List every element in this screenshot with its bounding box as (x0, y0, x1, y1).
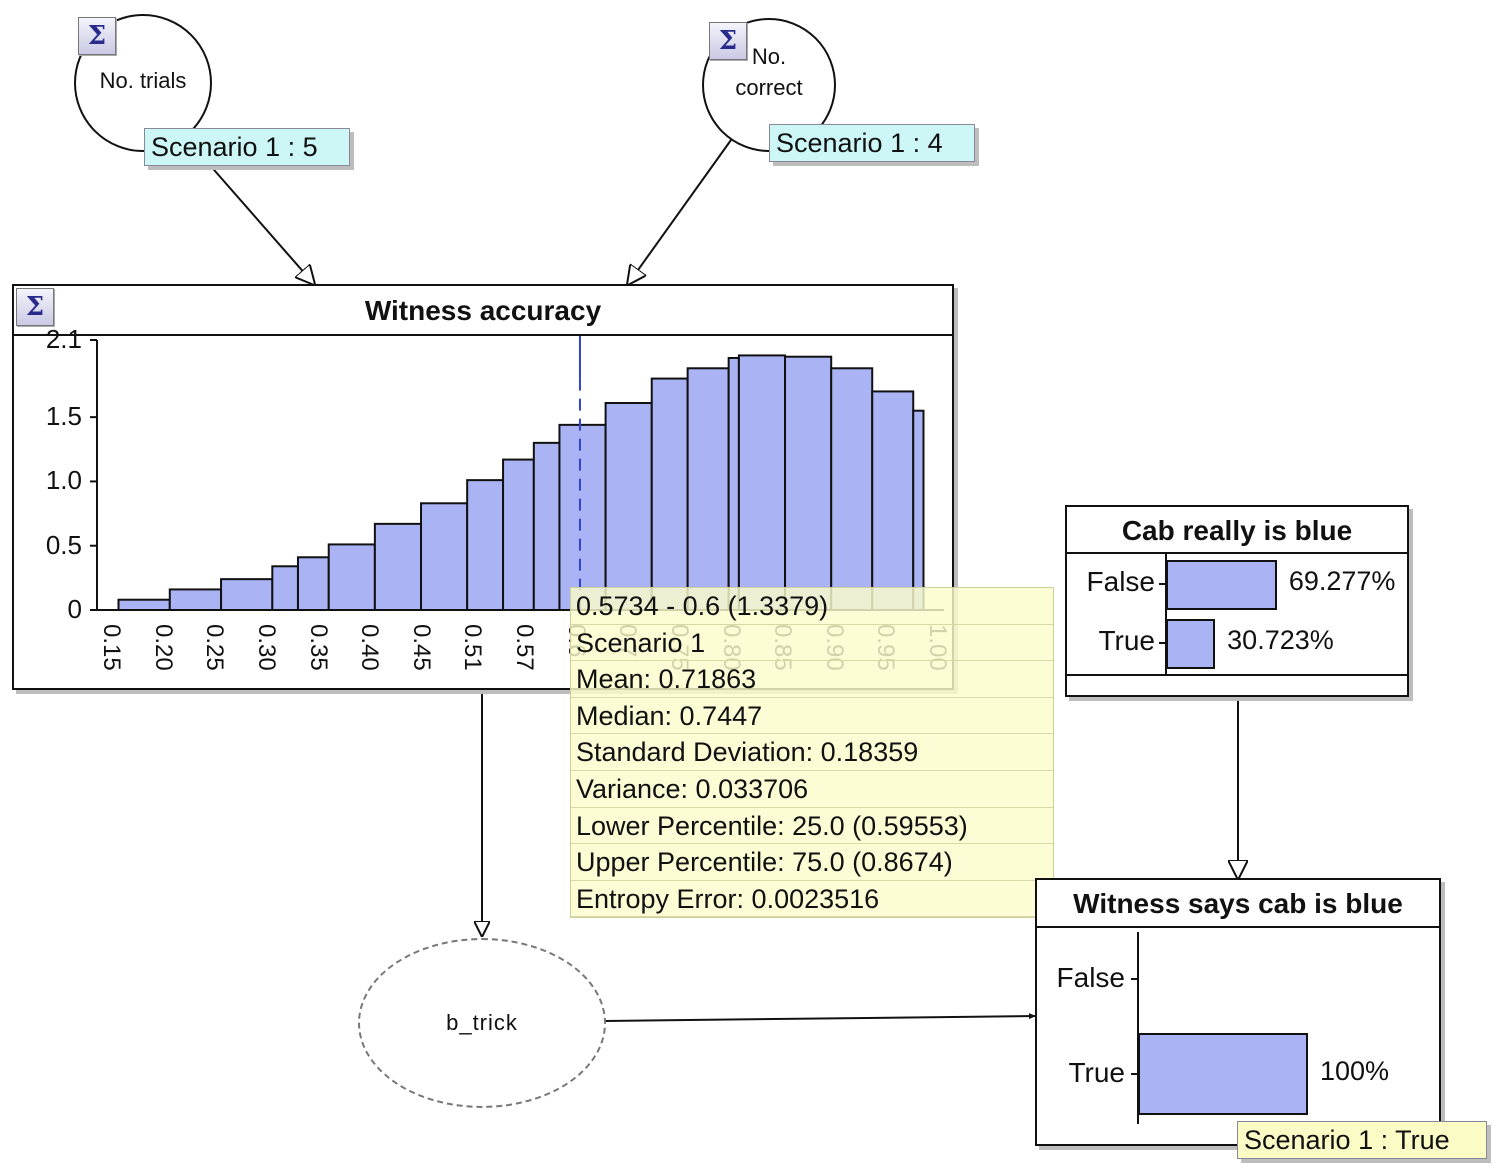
histogram-bar (912, 409, 925, 612)
witness-axis (1137, 932, 1139, 1124)
panel-title-witness-accuracy: Witness accuracy (14, 286, 952, 336)
histogram-bar (296, 556, 330, 612)
cab-state-true: True (1098, 625, 1155, 656)
histogram-bar (466, 479, 505, 611)
cab-tick-false (1159, 583, 1167, 585)
histogram-bar (727, 357, 740, 611)
cab-bar-true (1166, 619, 1216, 669)
tooltip-row: Variance: 0.033706 (571, 771, 1053, 808)
x-tick-label: 0.20 (149, 624, 177, 671)
panel-cab-really-blue[interactable]: Cab really is blue False True 69.277% 30… (1065, 505, 1409, 697)
tooltip-row: Mean: 0.71863 (571, 661, 1053, 698)
witness-bar-true (1138, 1033, 1308, 1115)
cab-tick-true (1159, 642, 1167, 644)
scenario-badge-witness: Scenario 1 : True (1237, 1121, 1487, 1159)
x-tick-label: 0.30 (252, 624, 280, 671)
summation-icon[interactable]: Σ (709, 22, 747, 60)
node-no-correct-label-line1: No. (751, 44, 787, 69)
x-tick-label: 0.25 (201, 624, 229, 671)
panel-witness-says-blue[interactable]: Witness says cab is blue False True 100% (1035, 878, 1441, 1146)
x-tick-label: 0.15 (98, 624, 125, 671)
witness-pct-true: 100% (1320, 1056, 1390, 1086)
edge-btrick-to-witness (604, 1013, 1037, 1022)
histogram-bar (117, 598, 171, 612)
tooltip-row: Upper Percentile: 75.0 (0.8674) (571, 844, 1053, 881)
y-tick-label: 1.5 (45, 401, 82, 432)
y-tick-label: 0.5 (45, 529, 82, 560)
cab-bar-false (1166, 560, 1277, 610)
x-tick-label: 0.51 (459, 624, 487, 671)
histogram-bar (502, 458, 535, 611)
cab-bars-area: False True 69.277% 30.723% (1067, 554, 1407, 676)
summation-icon[interactable]: Σ (16, 288, 54, 326)
histogram-bar (220, 578, 274, 611)
cab-pct-false: 69.277% (1288, 566, 1396, 596)
witness-state-false: False (1056, 962, 1125, 993)
histogram-bar (168, 588, 223, 612)
tooltip-row: Scenario 1 (571, 625, 1053, 662)
node-no-trials-label: No. trials (99, 67, 187, 93)
histogram-bar (737, 354, 787, 611)
tooltip-row: Entropy Error: 0.0023516 (571, 881, 1053, 918)
cab-pct-true: 30.723% (1227, 625, 1334, 655)
histogram-bar (327, 543, 376, 611)
histogram-bar (558, 423, 607, 611)
x-tick-label: 0.40 (356, 624, 384, 671)
scenario-badge-no-trials: Scenario 1 : 5 (144, 128, 350, 166)
histogram-bar (830, 367, 874, 611)
histogram-bar (686, 367, 730, 611)
witness-tick-true (1131, 1073, 1139, 1075)
histogram-bar (532, 441, 561, 611)
edge-trials-to-accuracy (207, 162, 314, 284)
histogram-bar (604, 402, 653, 611)
witness-accuracy-histogram (90, 336, 944, 612)
y-tick-label: 0 (67, 594, 82, 624)
panel-witness-accuracy[interactable]: Witness accuracy 2.1 1.5 1.0 0.5 0 0.15 0.20 0… (12, 284, 954, 690)
histogram-bar (650, 377, 689, 612)
panel-title-cab-really-blue: Cab really is blue (1067, 507, 1407, 554)
histogram-bar (373, 522, 423, 612)
witness-state-true: True (1068, 1057, 1125, 1088)
node-b-trick-label: b_trick (446, 1010, 518, 1035)
histogram-bar (871, 390, 915, 611)
tooltip-row: Median: 0.7447 (571, 698, 1053, 735)
cab-axis (1165, 554, 1167, 674)
histogram-bar (271, 565, 299, 612)
edge-correct-to-accuracy (628, 132, 737, 284)
x-tick-label: 0.57 (511, 624, 538, 671)
cab-state-false: False (1086, 566, 1155, 597)
summation-icon[interactable]: Σ (78, 17, 116, 55)
x-tick-label: 0.45 (407, 624, 435, 671)
node-no-correct-label-line2: correct (735, 75, 803, 100)
scenario-badge-no-correct: Scenario 1 : 4 (769, 124, 975, 162)
node-b-trick[interactable]: b_trick (358, 938, 606, 1108)
tooltip-row: Lower Percentile: 25.0 (0.59553) (571, 808, 1053, 845)
tooltip-row: Standard Deviation: 0.18359 (571, 734, 1053, 771)
x-tick-label: 0.35 (304, 624, 332, 671)
tooltip-row: 0.5734 - 0.6 (1.3379) (571, 588, 1053, 625)
histogram-bar (420, 502, 469, 612)
panel-title-witness-says-blue: Witness says cab is blue (1037, 880, 1439, 928)
witness-tick-false (1131, 978, 1139, 980)
histogram-bar (784, 355, 833, 612)
y-tick-label: 1.0 (45, 465, 82, 496)
y-tick-label: 2.1 (45, 324, 82, 354)
